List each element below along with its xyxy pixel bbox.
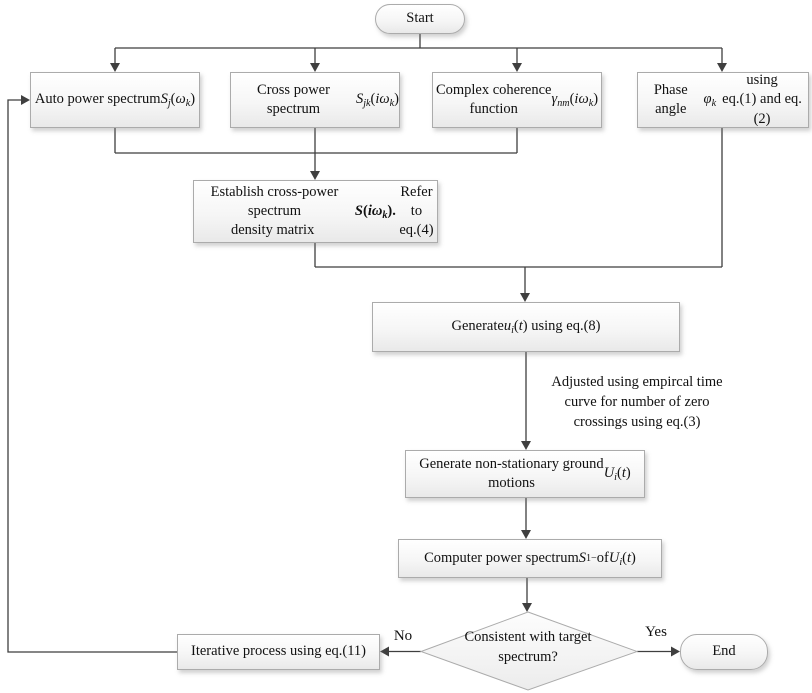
- end-node: End: [680, 634, 768, 670]
- no-branch-label: No: [393, 628, 413, 644]
- decision-diamond-shape: [419, 611, 639, 691]
- feedback-loop-arrow: [7, 95, 177, 653]
- yes-branch-label: Yes: [645, 624, 667, 640]
- start-node: Start: [375, 4, 465, 34]
- generate-ui-box: Generate ui(t) using eq.(8): [372, 302, 680, 352]
- iterative-process-box: Iterative process using eq.(11): [177, 634, 380, 670]
